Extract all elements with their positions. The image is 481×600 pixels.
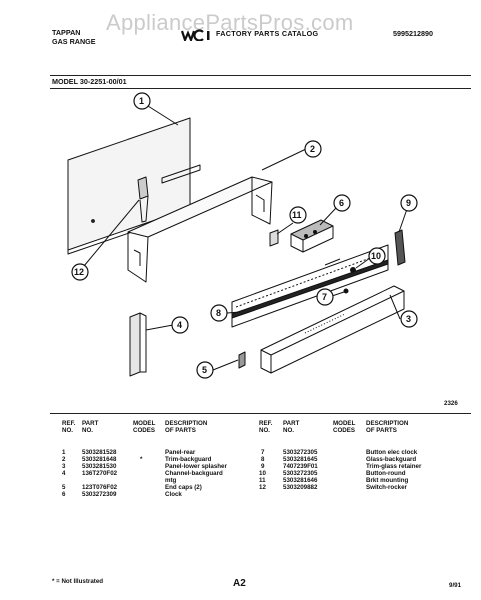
channel-part [129, 312, 147, 377]
desc-cell: Button elec clock [366, 449, 418, 456]
rocker-switch-part [137, 176, 149, 223]
ref-cell: 12 [259, 484, 266, 491]
desc-cell: Brkt mounting [366, 477, 409, 484]
brand-name: TAPPAN [52, 28, 81, 37]
ref-no-header-right: REF.NO. [259, 420, 273, 434]
catalog-number: 5995212890 [393, 29, 433, 38]
desc-cell: Switch-rocker [366, 484, 407, 491]
glass-strip-part [231, 259, 389, 319]
ref-cell: 4 [62, 470, 66, 477]
desc-cell: End caps (2) [165, 484, 202, 491]
part-cell: 5303272309 [82, 491, 117, 498]
callout-4: 4 [177, 320, 183, 330]
callout-6: 6 [339, 198, 345, 208]
callout-1: 1 [139, 96, 145, 106]
part-cell: 5303209882 [283, 484, 318, 491]
ref-cell: 10 [259, 470, 266, 477]
part-cell: 123T076F02 [82, 484, 118, 491]
desc-cell: Panel-lower splasher [165, 463, 227, 470]
trim-backguard-part [127, 176, 273, 283]
callout-12: 12 [74, 267, 85, 277]
desc-cell: Trim-glass retainer [366, 463, 422, 470]
desc-cell: Channel-backguard [165, 470, 223, 477]
callout-5: 5 [202, 365, 208, 375]
revision-date: 9/91 [449, 582, 462, 589]
ref-cell: 7 [261, 449, 265, 456]
not-illustrated-note: * = Not Illustrated [52, 578, 104, 585]
glass-backguard-part [231, 244, 389, 328]
desc-cell: mtg [165, 477, 177, 484]
ref-cell: 3 [62, 463, 66, 470]
callout-10: 10 [371, 251, 382, 261]
table-top-rule [50, 413, 471, 414]
part-cell: 5303272305 [283, 449, 318, 456]
part-cell: 5303272305 [283, 470, 318, 477]
desc-cell: Glass-backguard [366, 456, 417, 463]
model-number: MODEL 30-2251-00/01 [52, 77, 127, 86]
ref-cell: 11 [259, 477, 266, 484]
desc-cell: Trim-backguard [165, 456, 212, 463]
product-type: GAS RANGE [52, 37, 96, 46]
part-cell: 5303281528 [82, 449, 117, 456]
part-cell: 5303281645 [283, 456, 318, 463]
header-rule [50, 75, 471, 76]
ref-cell: 6 [62, 491, 66, 498]
end-cap-part [238, 351, 246, 369]
ref-no-header: REF.NO. [62, 420, 76, 434]
ref-cell: 8 [261, 456, 265, 463]
lower-splasher-part [260, 285, 405, 374]
watermark-text: AppliancePartsPros.com [106, 10, 354, 35]
part-cell: 5303281530 [82, 463, 117, 470]
callout-3: 3 [406, 314, 412, 324]
part-cell: 5303281648 [82, 456, 117, 463]
callout-2: 2 [310, 144, 316, 154]
desc-cell: Clock [165, 491, 182, 498]
desc-cell: Button-round [366, 470, 406, 477]
catalog-title: FACTORY PARTS CATALOG [216, 29, 319, 38]
clock-button-part [343, 288, 349, 294]
wci-logo [181, 29, 213, 41]
callout-7: 7 [322, 292, 328, 302]
trim-retainer-part [394, 229, 406, 266]
ref-cell: 5 [62, 484, 66, 491]
ref-cell: 2 [62, 456, 66, 463]
part-cell: 5303281646 [283, 477, 318, 484]
page-number: A2 [233, 578, 246, 589]
desc-cell: Panel-rear [165, 449, 196, 456]
ref-cell: 9 [261, 463, 265, 470]
mounting-bracket-part [269, 229, 279, 247]
figure-number: 2326 [444, 400, 458, 407]
callout-11: 11 [292, 210, 302, 220]
clock-part [290, 219, 334, 253]
part-cell: 7407239F01 [283, 463, 318, 470]
codes-cell: * [140, 456, 143, 463]
model-rule [50, 88, 471, 89]
callout-9: 9 [406, 198, 412, 208]
ref-cell: 1 [62, 449, 66, 456]
part-cell: 136T270F02 [82, 470, 118, 477]
exploded-parts-diagram [67, 92, 418, 379]
callout-8: 8 [216, 308, 222, 318]
